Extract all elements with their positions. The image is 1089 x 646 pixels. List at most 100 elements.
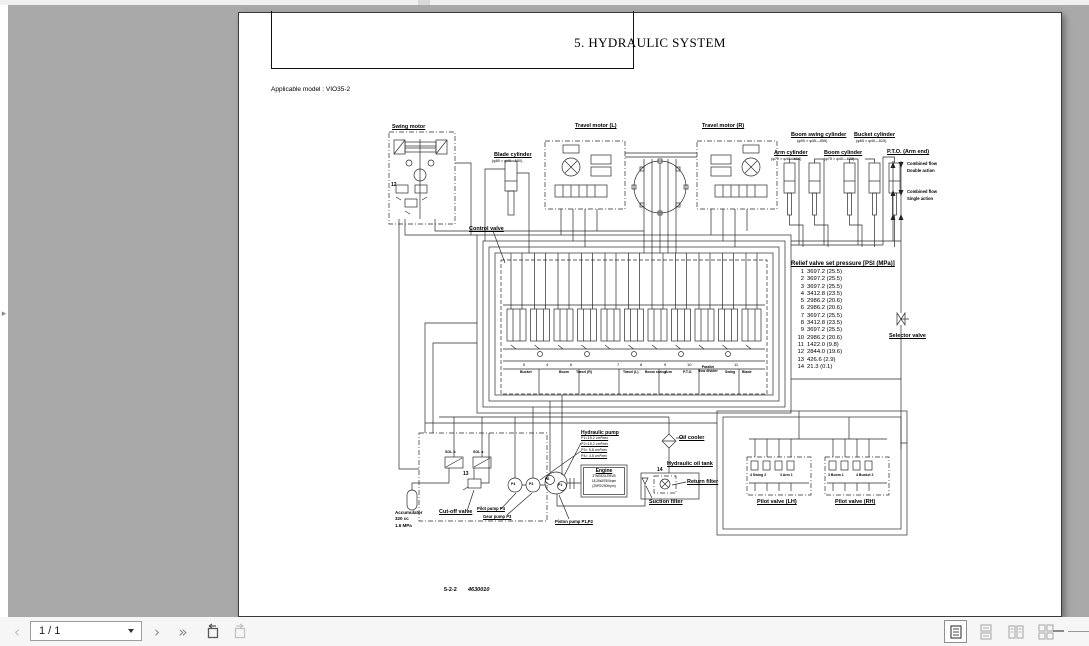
engine-power-alt: (25PS/2500rpm) [592, 484, 616, 489]
label-hydraulic-oil-tank: Hydraulic oil tank [667, 461, 713, 467]
label-cut-off-valve: Cut-off valve [439, 509, 473, 515]
relief-row-num: 1 [800, 269, 804, 275]
label-pilot-valve-rh: Pilot valve (RH) [835, 499, 876, 505]
document-page: 5. HYDRAULIC SYSTEM Applicable model : V… [238, 11, 1062, 617]
pilot-valves-symbols [716, 410, 908, 536]
sidebar-collapsed-strip: ▸ [0, 5, 8, 617]
label-pto: P.T.O. (Arm end) [887, 149, 930, 155]
relief-row-value: 426.6 (2.9) [807, 356, 836, 363]
pump-unit-symbol [406, 395, 670, 522]
relief-row-num: 14 [797, 363, 804, 370]
relief-row-value: 1422.0 (9.8) [807, 341, 839, 348]
cv-section-travel-l: Travel (L) [623, 370, 639, 374]
label-pilot-pump: Pilot pump P4 [477, 506, 505, 511]
pump-spec-line: P1=15.2 cm³/rev [581, 436, 609, 440]
relief-row-num: 5 [800, 298, 804, 305]
pump-spec-line: P3= 5.8 cm³/rev [581, 447, 608, 452]
label-boom-cylinder: Boom cylinder [824, 150, 863, 156]
number-return-filter: 14 [657, 467, 663, 473]
relief-row-value: 3697.2 (25.5) [807, 327, 843, 334]
travel-motor-left-symbol [544, 140, 626, 247]
label-suction-filter: Suction filter [649, 499, 683, 505]
spec-bucket-cylinder: (φ65 × φ40—515) [856, 139, 887, 143]
accumulator-pressure: 1.6 MPa [395, 522, 412, 528]
facing-pages-view-button[interactable] [1004, 620, 1027, 643]
next-view-button[interactable] [227, 617, 251, 646]
next-view-icon [234, 623, 245, 639]
cv-section-swing: Swing [725, 370, 736, 374]
number-swing-unit: 12 [391, 182, 397, 188]
relief-row-value: 3697.2 (25.5) [807, 276, 843, 283]
pilot-rh-boom-label: 3 Boom 1 [828, 473, 844, 477]
hydraulic-pump-spec-block: Hydraulic pump P1=15.2 cm³/rev P2=15.2 c… [581, 430, 619, 460]
book-view-button[interactable] [1034, 620, 1057, 643]
accumulator-capacity: 320 cc [395, 516, 409, 522]
next-page-button[interactable]: › [148, 617, 166, 646]
continuous-view-icon [979, 623, 992, 640]
relief-row-num: 10 [797, 334, 804, 341]
engine-symbol [580, 464, 628, 498]
continuous-view-button[interactable] [974, 620, 997, 643]
label-sol-b: SOL b [445, 450, 456, 454]
pump-spec-leaders [539, 442, 582, 481]
pump-label-p4: P4 [511, 482, 516, 486]
engine-power: 18.2kW/2500rpm [591, 479, 617, 484]
label-piston-pump: Piston pump P1,P2 [555, 519, 593, 524]
bottom-toolbar: ‹ 1 / 1 › » [0, 617, 1089, 646]
label-travel-motor-r: Travel motor (R) [702, 123, 745, 129]
relief-row-value: 2986.2 (20.6) [807, 305, 843, 312]
zoom-slider[interactable] [1068, 630, 1089, 632]
relief-ref: 8 [640, 362, 643, 367]
last-page-button[interactable]: » [172, 617, 194, 646]
hydraulic-schematic-graphics [388, 131, 909, 536]
single-page-view-button[interactable] [944, 620, 967, 643]
cv-section-parallel-flow-divider: Parallel flow divider [698, 365, 718, 373]
previous-view-button[interactable] [200, 617, 224, 646]
page-number-dropdown[interactable]: 1 / 1 [30, 621, 142, 641]
cv-section-travel-r: Travel (R) [576, 370, 592, 374]
label-sol-a: SOL a [473, 450, 484, 454]
engine-model: 3TNE82A-EBVB [592, 474, 616, 478]
label-bucket-cylinder: Bucket cylinder [854, 132, 895, 138]
pilot-lh-arm-label: 3 Arm 1 [780, 473, 793, 477]
control-valve-symbol [424, 230, 792, 433]
applicable-model-text: Applicable model : VIO35-2 [271, 86, 351, 93]
cv-section-bucket: Bucket [520, 370, 532, 374]
cv-section-boom-swing: Boom swing [645, 370, 666, 374]
book-view-icon [1037, 623, 1054, 640]
relief-row-value: 3412.8 (23.5) [807, 320, 843, 327]
label-arm-cylinder: Arm cylinder [774, 150, 808, 156]
previous-page-button[interactable]: ‹ [8, 617, 26, 646]
page-indicator: 1 / 1 [39, 625, 61, 637]
single-page-view-icon [949, 624, 962, 639]
relief-ref: 10 [687, 362, 692, 367]
cv-section-blade: Blade [742, 370, 752, 374]
sidebar-expand-handle[interactable]: ▸ [1, 308, 7, 318]
label-blade-cylinder: Blade cylinder [494, 152, 532, 158]
page-title: 5. HYDRAULIC SYSTEM [574, 35, 726, 50]
spec-boom-swing-cylinder: (φ90 × φ45—555) [797, 139, 828, 143]
relief-ref: 5 [523, 362, 526, 367]
relief-row-num: 11 [797, 341, 804, 348]
zoom-out-button[interactable] [1053, 630, 1064, 632]
relief-row-value: 2986.2 (20.6) [807, 298, 843, 305]
pump-label-p2: P2 [545, 477, 550, 481]
label-hydraulic-pump: Hydraulic pump [581, 430, 619, 436]
relief-row-num: 4 [800, 290, 804, 297]
legend-single-action: Single action [907, 196, 934, 201]
relief-row-num: 2 [800, 276, 804, 283]
relief-row-num: 9 [800, 327, 804, 334]
pump-spec-line: P2=15.2 cm³/rev [581, 441, 609, 446]
label-accumulator: Accumulator [395, 510, 423, 515]
label-control-valve: Control valve [469, 226, 504, 232]
cv-section-boom: Boom [559, 370, 569, 374]
